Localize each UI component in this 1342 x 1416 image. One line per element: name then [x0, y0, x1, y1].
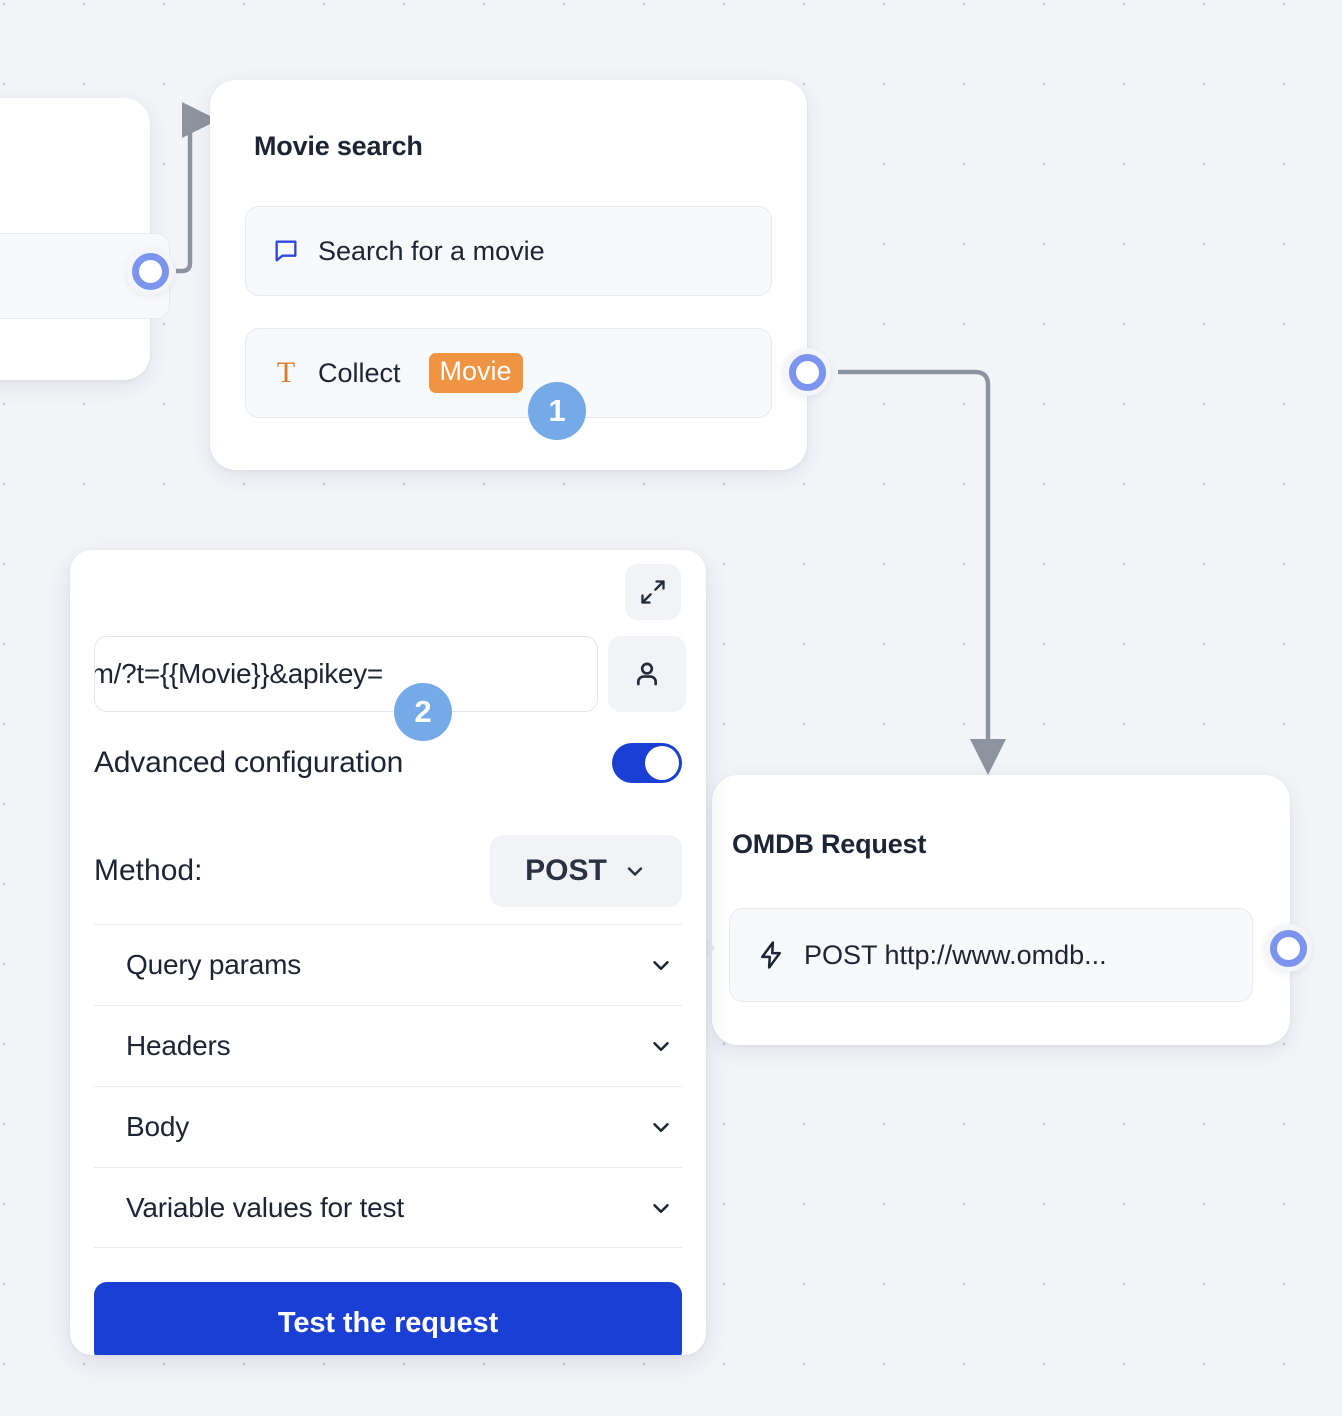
toggle-knob [645, 746, 679, 780]
node-card-omdb-request[interactable]: OMDB Request POST http://www.omdb... [703, 775, 1290, 1045]
chevron-down-icon [653, 1203, 669, 1213]
variable-chip-movie[interactable]: Movie [428, 353, 523, 393]
node-row-post-request[interactable]: POST http://www.omdb... [729, 908, 1253, 1002]
request-url-input[interactable]: pi.com/?t={{Movie}}&apikey= [94, 636, 598, 712]
accordion-list: Query params Headers Body Variable value… [94, 924, 682, 1248]
chat-bubble-icon [275, 240, 297, 262]
connector-port-movie-output[interactable] [783, 348, 831, 396]
accordion-label: Body [126, 1111, 190, 1142]
advanced-configuration-row: Advanced configuration [94, 743, 682, 783]
method-select[interactable]: POST [490, 835, 682, 907]
step-badge-1: 1 [528, 382, 586, 440]
accordion-label: Query params [126, 949, 301, 980]
accordion-body[interactable]: Body [94, 1086, 682, 1167]
request-url-value: pi.com/?t={{Movie}}&apikey= [95, 658, 383, 689]
accordion-query-params[interactable]: Query params [94, 924, 682, 1005]
method-row: Method: POST [94, 835, 682, 907]
advanced-configuration-label: Advanced configuration [94, 746, 404, 779]
url-row: pi.com/?t={{Movie}}&apikey= [94, 636, 686, 712]
chevron-down-icon [653, 961, 669, 971]
accordion-variable-values-for-test[interactable]: Variable values for test [94, 1167, 682, 1248]
accordion-label: Headers [126, 1030, 231, 1061]
request-config-panel[interactable]: pi.com/?t={{Movie}}&apikey= Advanced con… [70, 550, 706, 1355]
auth-user-button[interactable] [608, 636, 686, 712]
chevron-down-icon [653, 1123, 669, 1133]
node-row-label: POST http://www.omdb... [804, 939, 1107, 970]
method-value: POST [525, 854, 607, 887]
node-card-movie-search[interactable]: Movie search Search for a movie T Collec… [210, 80, 807, 470]
connector-port-left[interactable] [126, 247, 174, 295]
step-badge-2: 2 [394, 683, 452, 741]
expand-diagonal-icon [641, 580, 665, 604]
test-the-request-button[interactable]: Test the request [94, 1282, 682, 1355]
lightning-bolt-icon [761, 941, 781, 969]
person-icon [637, 662, 657, 686]
edge-left-to-movie [176, 102, 218, 274]
node-row-label: Collect [318, 357, 401, 388]
node-title-omdb-request: OMDB Request [732, 829, 927, 859]
chevron-down-icon [653, 1042, 669, 1052]
chevron-down-icon [627, 867, 643, 876]
advanced-configuration-toggle[interactable] [612, 743, 682, 783]
edge-movie-to-omdb [838, 369, 1006, 775]
connector-port-omdb-output[interactable] [1264, 924, 1312, 972]
node-row-search-for-a-movie[interactable]: Search for a movie [245, 206, 772, 296]
accordion-label: Variable values for test [126, 1191, 404, 1223]
node-input-marker [703, 935, 715, 961]
accordion-headers[interactable]: Headers [94, 1005, 682, 1086]
node-row-collect-variable[interactable]: T Collect Movie [245, 328, 772, 418]
node-title-movie-search: Movie search [254, 131, 423, 161]
node-row-label: Search for a movie [318, 235, 545, 266]
method-label: Method: [94, 854, 203, 887]
text-t-icon: T [276, 356, 296, 389]
node-card-partial-left[interactable] [0, 98, 170, 380]
expand-panel-button[interactable] [625, 564, 681, 620]
